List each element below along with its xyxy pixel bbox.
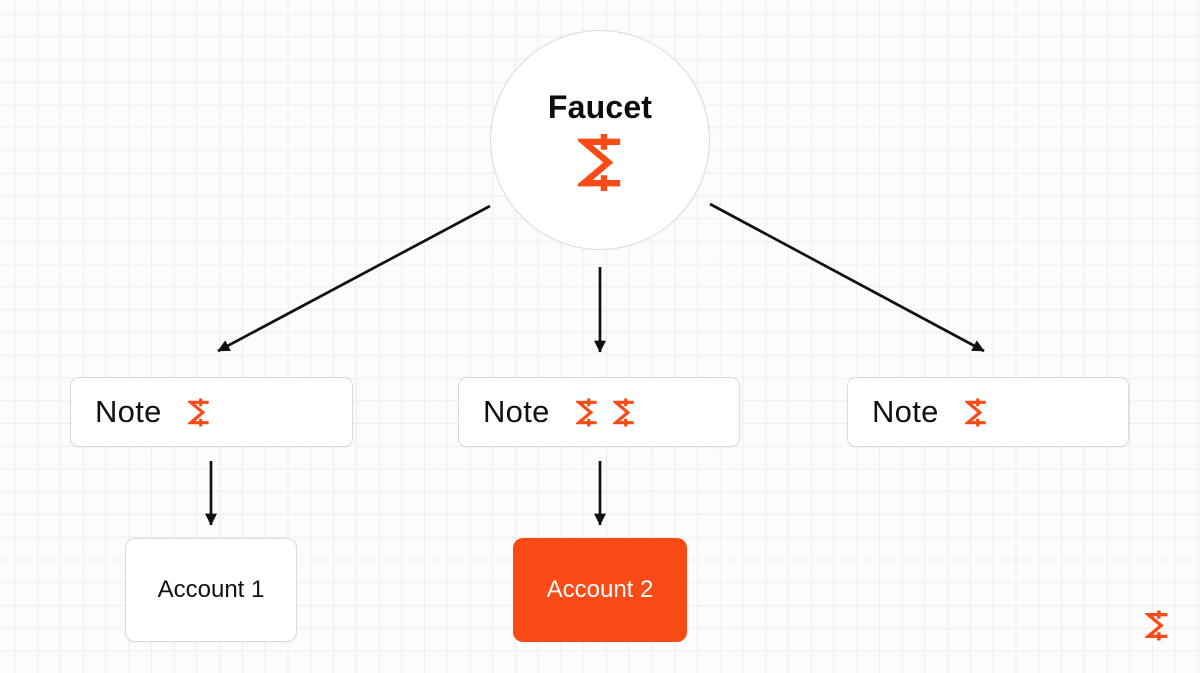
note-asset-icons (575, 397, 635, 427)
miden-asset-icon (964, 397, 987, 427)
account-2-label: Account 2 (546, 576, 654, 603)
arrow-faucet-to-note-1 (217, 204, 491, 353)
account-2-node: Account 2 (513, 538, 687, 642)
note-node-3: Note (847, 377, 1129, 447)
faucet-label: Faucet (547, 88, 653, 125)
account-1-label: Account 1 (157, 576, 265, 603)
note-label: Note (95, 394, 162, 429)
note-asset-icons (187, 397, 210, 427)
account-1-node: Account 1 (125, 538, 297, 642)
note-node-2: Note (458, 377, 740, 447)
note-label: Note (872, 394, 939, 429)
miden-asset-icon (187, 397, 210, 427)
miden-asset-icon (575, 397, 598, 427)
note-label: Note (483, 394, 550, 429)
miden-asset-icon (612, 397, 635, 427)
note-asset-icons (964, 397, 987, 427)
miden-asset-icon (577, 133, 623, 192)
faucet-node: Faucet (490, 30, 710, 250)
miden-watermark-icon (1145, 610, 1169, 641)
note-node-1: Note (70, 377, 353, 447)
arrow-faucet-to-note-3 (709, 202, 985, 353)
